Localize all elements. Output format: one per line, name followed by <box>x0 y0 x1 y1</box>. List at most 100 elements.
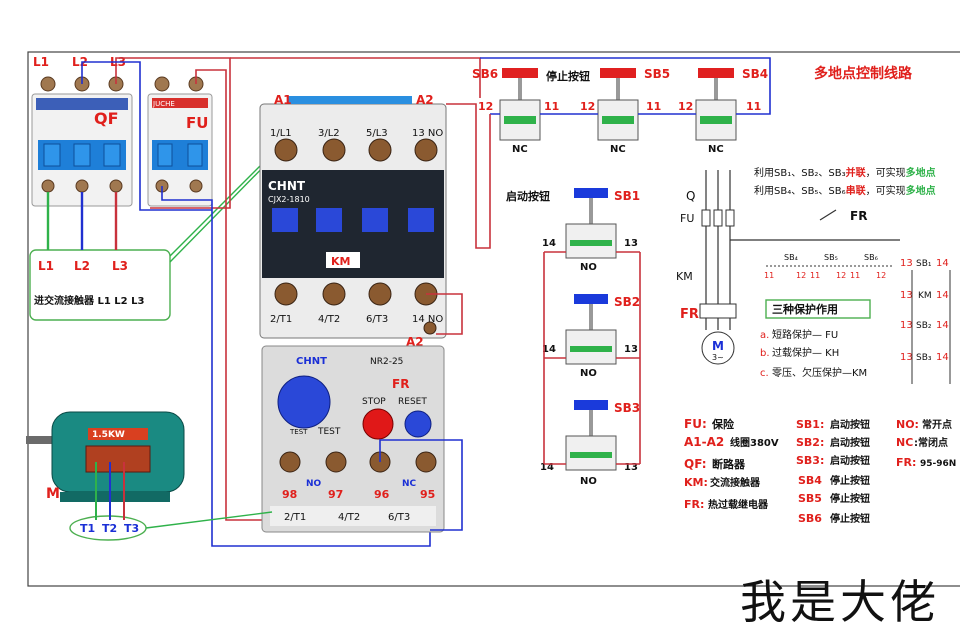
sb1-spring <box>589 198 593 224</box>
contactor-window-2 <box>316 208 342 232</box>
motor-terminal-t3: T3 <box>124 522 139 535</box>
motor-power: 1.5KW <box>92 430 125 440</box>
schematic-note-1: 利用SB₁、SB₂、SB₃并联，可实现多地点 <box>754 166 936 179</box>
contactor-brand: CHNT <box>268 179 306 193</box>
sb2-right: 13 <box>624 344 638 355</box>
legend-no-val: 常开点 <box>922 418 952 431</box>
stop-button-sb5[interactable]: SB5 12 11 NC <box>580 67 670 155</box>
sch-num-2: 12 <box>796 271 806 280</box>
sb4-id: SB4 <box>742 67 768 81</box>
relay-model: NR2-25 <box>370 357 403 367</box>
start-button-sb3[interactable]: SB3 14 13 NO <box>540 400 640 487</box>
note2-a: 利用SB₄、SB₅、SB₆ <box>754 185 846 197</box>
legend-sb2-val: 启动按钮 <box>830 436 870 449</box>
stop-button-sb4[interactable]: SB4 12 11 NC <box>678 67 768 155</box>
sb6-cap <box>502 68 538 78</box>
sch-fr-element <box>699 303 737 319</box>
protection-box: 三种保护作用 a. 短路保护— FU b. 过载保护— KH c. 零压、欠压保… <box>760 299 871 379</box>
input-label-box: L1 L2 L3 进交流接触器 L1 L2 L3 <box>29 249 171 321</box>
input-box-frame <box>29 249 171 321</box>
protection-b-key: b. <box>760 348 770 359</box>
relay-stop-button[interactable] <box>362 408 394 440</box>
start-button-sb1[interactable]: 启动按钮 SB1 14 13 NO <box>506 188 640 273</box>
fu-switch-1 <box>157 143 173 167</box>
sch-right-rails <box>911 270 951 384</box>
screw-3l2 <box>322 138 346 162</box>
legend-qf-key: QF: <box>684 457 707 471</box>
screw-13no <box>414 138 438 162</box>
sb2-state: NO <box>580 368 597 379</box>
protection-c: 零压、欠压保护—KM <box>772 366 867 379</box>
relay-bottom-6t3: 6/T3 <box>388 512 410 523</box>
qf-switch-1 <box>43 143 61 167</box>
fu-screw-bottom-2 <box>189 179 203 193</box>
stop-button-sb6[interactable]: SB6 停止按钮 12 11 NC <box>472 67 590 155</box>
legend-sb5-key: SB5 <box>798 492 822 505</box>
sb5-contact <box>602 116 634 124</box>
terminal-1l1: 1/L1 <box>270 128 292 139</box>
contactor-window-4 <box>408 208 434 232</box>
relay-dial <box>277 375 331 429</box>
sb1-id: SB1 <box>614 189 640 203</box>
sch-sb4: SB₄ <box>784 253 798 262</box>
legend-right: NO: 常开点 NC :常闭点 FR: 95-96N <box>896 418 956 469</box>
relay-fr: FR <box>392 377 409 391</box>
sch-r-13b: 13 <box>900 290 913 301</box>
relay-bottom-4t2: 4/T2 <box>338 512 360 523</box>
legend-nc-key: NC <box>896 436 913 449</box>
legend-sb5-val: 停止按钮 <box>830 492 870 505</box>
phase-label-l2: L2 <box>72 55 88 69</box>
contactor-window-3 <box>362 208 388 232</box>
sb4-cap <box>698 68 734 78</box>
relay-no: NO <box>306 479 322 489</box>
sb5-spring <box>616 78 620 100</box>
legend-sb3-val: 启动按钮 <box>830 454 870 467</box>
terminal-6t3: 6/T3 <box>366 314 388 325</box>
sb6-contact <box>504 116 536 124</box>
sb2-id: SB2 <box>614 295 640 309</box>
sb1-right: 13 <box>624 238 638 249</box>
wire-fu-to-relay <box>195 69 276 521</box>
sb1-contact <box>570 240 612 246</box>
sch-motor-m: M <box>712 339 724 353</box>
sch-motor-sub: 3~ <box>712 353 724 362</box>
qf-label: QF <box>94 109 119 128</box>
legend-sb4-key: SB4 <box>798 474 822 487</box>
relay-reset-button[interactable] <box>404 410 432 438</box>
phase-label-l1: L1 <box>33 55 49 69</box>
sch-r-sb2: SB₂ <box>916 321 932 331</box>
start-button-sb2[interactable]: SB2 14 13 NO <box>542 294 640 379</box>
sb1-left: 14 <box>542 238 556 249</box>
sb4-left: 12 <box>678 100 693 113</box>
sch-sb5: SB₅ <box>824 253 838 262</box>
motor-terminal-t1: T1 <box>80 522 95 535</box>
sch-num-5: 11 <box>850 271 860 280</box>
sb5-cap <box>600 68 636 78</box>
contactor-model: CJX2-1810 <box>268 195 310 204</box>
motor-plate <box>88 428 148 440</box>
sb6-id: SB6 <box>472 67 498 81</box>
relay-test-small: TEST <box>289 428 308 436</box>
screw-2t1 <box>274 282 298 306</box>
screw-95 <box>415 451 437 473</box>
input-label-l3: L3 <box>112 259 128 273</box>
qf-screw-bottom-2 <box>75 179 89 193</box>
sb3-right: 13 <box>624 462 638 473</box>
sb1-state: NO <box>580 262 597 273</box>
legend-km-val: 交流接触器 <box>710 476 761 489</box>
sb2-cap <box>574 294 608 304</box>
sch-fuse-1 <box>701 209 711 227</box>
sb3-contact <box>570 452 612 458</box>
sch-fr-right: FR <box>850 209 867 223</box>
note1-d: 多地点 <box>906 166 936 179</box>
sch-num-1: 11 <box>764 271 774 280</box>
watermark-caption: 我是大佬 <box>740 575 940 629</box>
note1-c: ，可实现 <box>866 166 906 179</box>
sch-fuse-2 <box>713 209 723 227</box>
sch-control-line <box>730 209 900 241</box>
sb4-contact <box>700 116 732 124</box>
sch-motor <box>701 331 735 365</box>
km-label-plate <box>326 252 360 268</box>
sb6-spring <box>518 78 522 100</box>
